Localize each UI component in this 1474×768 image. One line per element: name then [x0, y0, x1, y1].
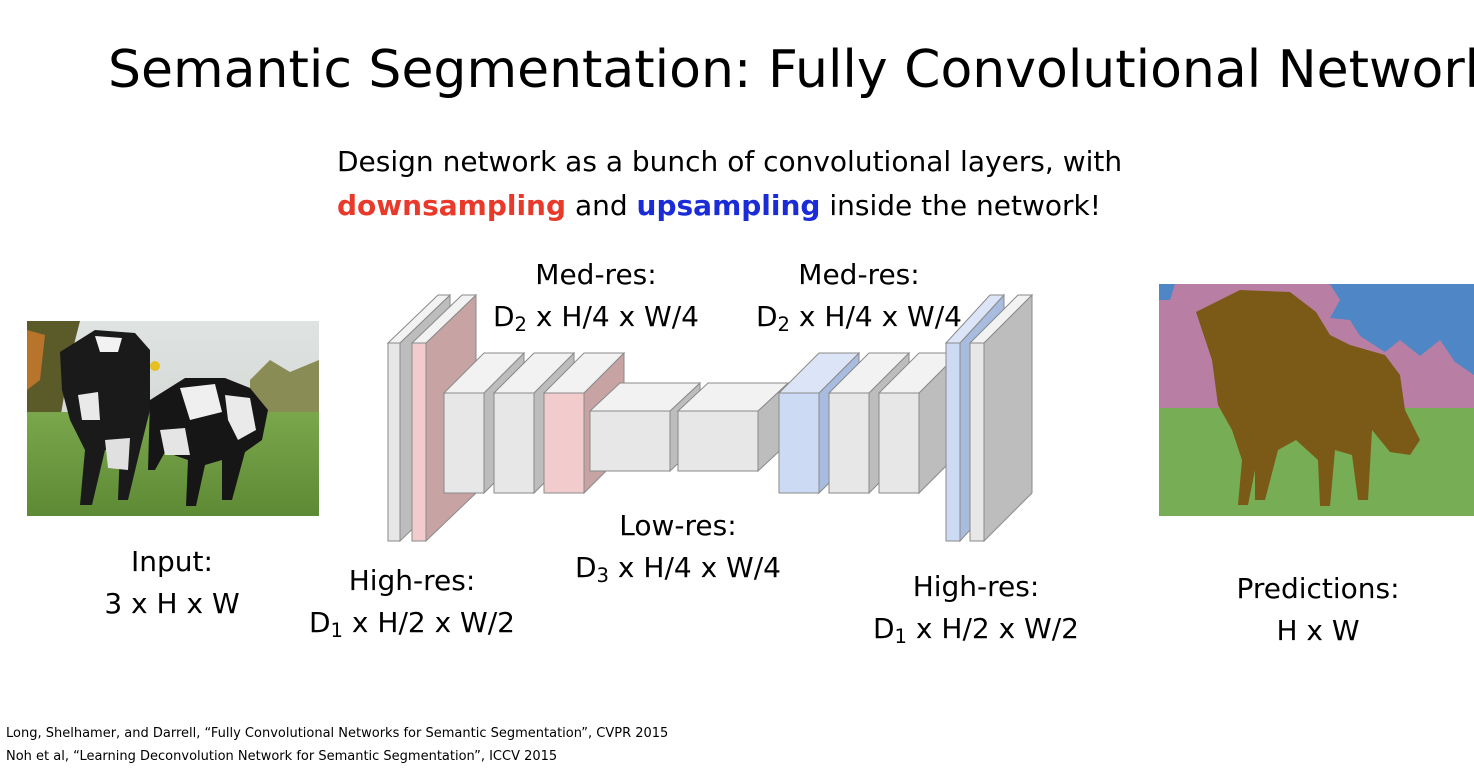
highres-left-title: High-res: — [348, 564, 476, 597]
medres-left-title: Med-res: — [535, 258, 657, 291]
layer-12-front — [969, 342, 985, 542]
dim-subscript: 1 — [894, 624, 908, 648]
lowres-title: Low-res: — [619, 509, 737, 542]
medres-right-dims: D2 x H/4 x W/4 — [739, 296, 979, 338]
emph-upsampling: upsampling — [636, 189, 821, 222]
predictions-label: Predictions: H x W — [1208, 568, 1428, 652]
dim-symbol: D — [574, 551, 597, 584]
medres-right-label: Med-res: D2 x H/4 x W/4 — [739, 254, 979, 338]
dim-symbol: D — [308, 606, 331, 639]
emph-downsampling: downsampling — [337, 189, 567, 222]
subtitle-line-1: Design network as a bunch of convolution… — [337, 145, 1123, 178]
layer-4-front — [493, 392, 535, 494]
layer-7-front — [677, 410, 759, 472]
dim-rest: x H/2 x W/2 — [343, 606, 515, 639]
dim-rest: x H/4 x W/4 — [527, 300, 699, 333]
lowres-label: Low-res: D3 x H/4 x W/4 — [558, 505, 798, 589]
highres-left-label: High-res: D1 x H/2 x W/2 — [292, 560, 532, 644]
dim-symbol: D — [755, 300, 778, 333]
highres-right-title: High-res: — [912, 570, 1040, 603]
medres-right-title: Med-res: — [798, 258, 920, 291]
layer-3-front — [443, 392, 485, 494]
subtitle-line-2: downsampling and upsampling inside the n… — [337, 184, 1122, 228]
layer-1-front — [387, 342, 401, 542]
medres-left-label: Med-res: D2 x H/4 x W/4 — [476, 254, 716, 338]
highres-left-dims: D1 x H/2 x W/2 — [292, 602, 532, 644]
dim-subscript: 1 — [330, 618, 344, 642]
input-label-title: Input: — [131, 545, 213, 578]
predictions-title: Predictions: — [1236, 572, 1400, 605]
dim-symbol: D — [492, 300, 515, 333]
slide-title: Semantic Segmentation: Fully Convolution… — [108, 40, 1474, 100]
dim-subscript: 3 — [596, 563, 610, 587]
lowres-dims: D3 x H/4 x W/4 — [558, 547, 798, 589]
slide-subtitle: Design network as a bunch of convolution… — [337, 140, 1122, 228]
dim-symbol: D — [872, 612, 895, 645]
layer-2-front — [411, 342, 427, 542]
highres-right-dims: D1 x H/2 x W/2 — [856, 608, 1096, 650]
dim-rest: x H/4 x W/4 — [790, 300, 962, 333]
medres-left-dims: D2 x H/4 x W/4 — [476, 296, 716, 338]
layer-6-front — [589, 410, 671, 472]
subtitle-tail: inside the network! — [829, 189, 1101, 222]
dim-rest: x H/4 x W/4 — [609, 551, 781, 584]
input-label: Input: 3 x H x W — [82, 541, 262, 625]
citation-1: Long, Shelhamer, and Darrell, “Fully Con… — [6, 726, 669, 741]
layer-5-front — [543, 392, 585, 494]
layer-9-front — [828, 392, 870, 494]
layer-8-front — [778, 392, 820, 494]
layer-10-front — [878, 392, 920, 494]
dim-rest: x H/2 x W/2 — [907, 612, 1079, 645]
dim-subscript: 2 — [514, 312, 528, 336]
predictions-dims: H x W — [1276, 614, 1360, 647]
layer-11-front — [945, 342, 961, 542]
highres-right-label: High-res: D1 x H/2 x W/2 — [856, 566, 1096, 650]
dim-subscript: 2 — [777, 312, 791, 336]
citation-2: Noh et al, “Learning Deconvolution Netwo… — [6, 749, 558, 764]
subtitle-and: and — [574, 189, 628, 222]
input-label-dims: 3 x H x W — [104, 587, 240, 620]
